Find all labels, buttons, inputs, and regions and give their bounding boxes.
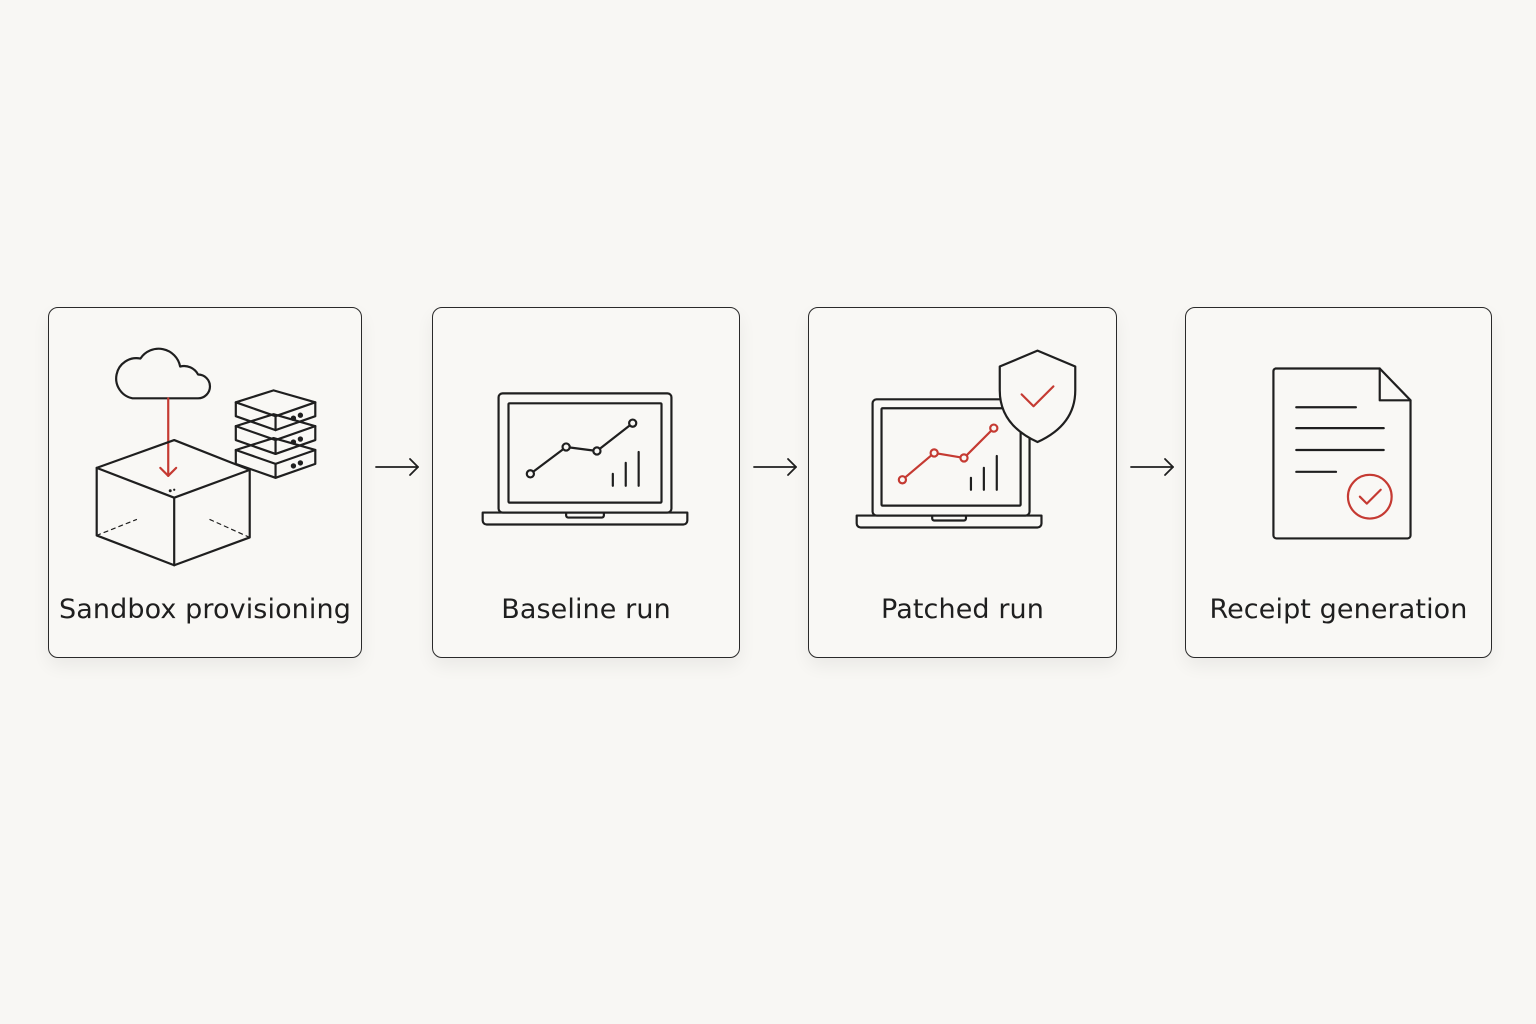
check-circle-icon [1346, 473, 1393, 520]
arrow-right-icon [752, 456, 800, 478]
step-card-baseline-run: Baseline run [432, 307, 740, 658]
line-chart-icon [525, 418, 638, 479]
step-card-sandbox-provisioning: Sandbox provisioning [48, 307, 362, 658]
bar-chart-icon [611, 450, 640, 487]
bar-chart-icon [969, 454, 998, 491]
sandbox-provisioning-icon [49, 308, 361, 588]
arrow-right-icon [374, 456, 422, 478]
step-label-patched-run: Patched run [881, 594, 1044, 625]
document-check-icon [1186, 308, 1491, 588]
step-card-receipt-generation: Receipt generation [1185, 307, 1492, 658]
arrow-right-icon [1129, 456, 1177, 478]
step-card-patched-run: Patched run [808, 307, 1117, 658]
server-stack-icon [234, 389, 317, 479]
cloud-icon [115, 347, 212, 400]
line-chart-icon [897, 423, 999, 485]
step-label-sandbox-provisioning: Sandbox provisioning [59, 594, 351, 625]
laptop-chart-icon [433, 308, 739, 588]
arrow-down-icon [159, 397, 178, 477]
laptop-chart-shield-check-icon [809, 308, 1116, 588]
step-label-receipt-generation: Receipt generation [1209, 594, 1468, 625]
box-icon [95, 438, 251, 567]
shield-check-icon [998, 349, 1077, 444]
step-label-baseline-run: Baseline run [501, 594, 671, 625]
